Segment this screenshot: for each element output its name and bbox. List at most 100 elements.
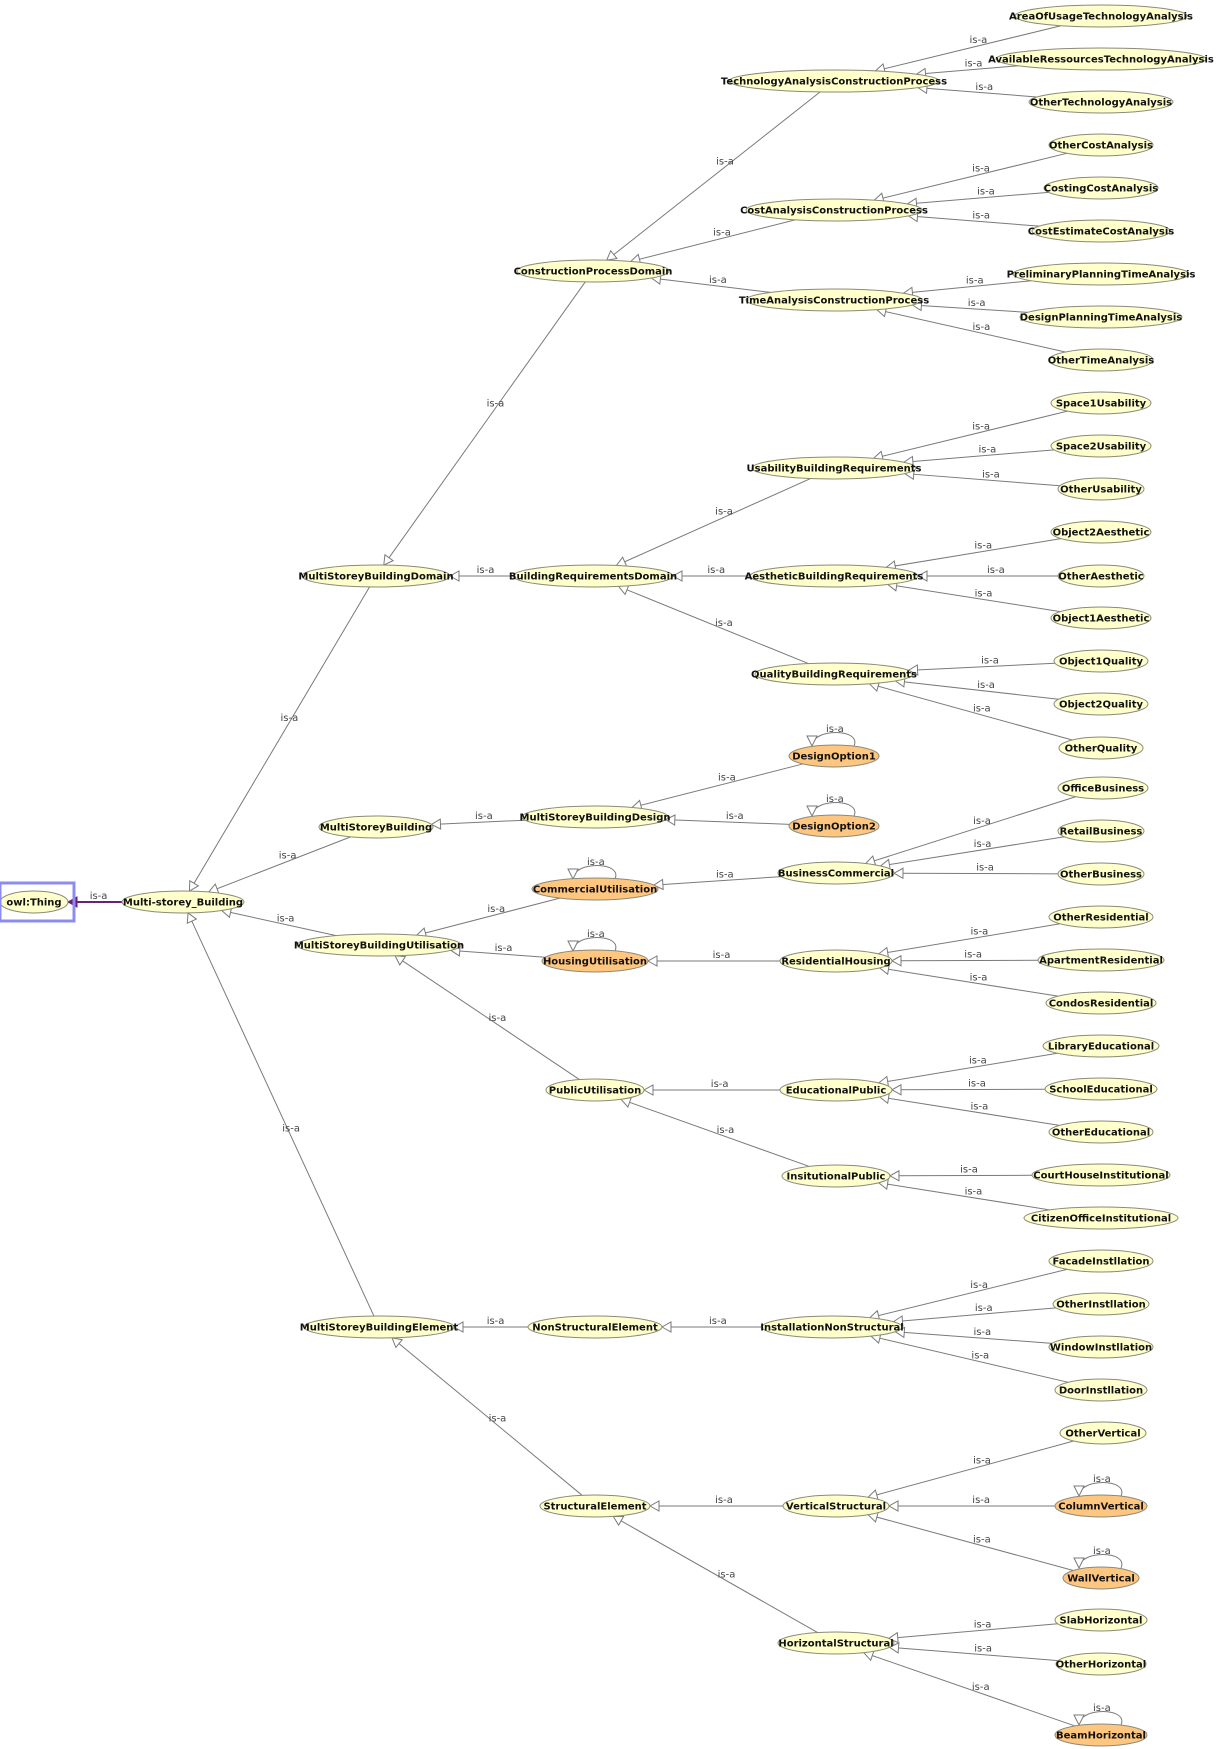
class-node-multi-storey-building[interactable]: Multi-storey_Building — [121, 890, 245, 914]
class-node-ellipse[interactable] — [1042, 1034, 1160, 1058]
class-node-ellipse[interactable] — [1057, 477, 1145, 501]
class-node-ellipse[interactable] — [531, 877, 659, 901]
class-node-ellipse[interactable] — [545, 1078, 645, 1102]
class-node-housing-utilisation[interactable]: HousingUtilisation — [541, 949, 649, 973]
class-node-ellipse[interactable] — [1031, 219, 1171, 243]
class-node-educational-public[interactable]: EducationalPublic — [779, 1078, 893, 1102]
class-node-space2-usability[interactable]: Space2Usability — [1050, 434, 1152, 458]
class-node-ellipse[interactable] — [1054, 1378, 1148, 1402]
class-node-other-horizontal[interactable]: OtherHorizontal — [1055, 1652, 1147, 1676]
class-node-public-utilisation[interactable]: PublicUtilisation — [545, 1078, 645, 1102]
class-node-ellipse[interactable] — [754, 662, 914, 686]
class-node-ellipse[interactable] — [1048, 1335, 1154, 1359]
class-node-cost-estimate[interactable]: CostEstimateCostAnalysis — [1028, 219, 1175, 243]
class-node-ellipse[interactable] — [749, 564, 919, 588]
class-node-ellipse[interactable] — [777, 861, 895, 885]
class-node-ellipse[interactable] — [1054, 1608, 1148, 1632]
class-node-institutional-public[interactable]: InsitutionalPublic — [781, 1164, 891, 1188]
class-node-ellipse[interactable] — [541, 949, 649, 973]
class-node-ms-utilisation[interactable]: MultiStoreyBuildingUtilisation — [294, 933, 464, 957]
class-node-design-option1[interactable]: DesignOption1 — [788, 744, 880, 768]
class-node-design-option2[interactable]: DesignOption2 — [788, 814, 880, 838]
class-node-owl-thing[interactable]: owl:Thing — [0, 881, 76, 923]
class-node-ellipse[interactable] — [728, 69, 940, 93]
class-node-ellipse[interactable] — [121, 890, 245, 914]
class-node-ellipse[interactable] — [539, 1494, 651, 1518]
class-node-ellipse[interactable] — [1043, 176, 1159, 200]
class-node-ellipse[interactable] — [301, 564, 451, 588]
class-node-time-analysis[interactable]: TimeAnalysisConstructionProcess — [739, 288, 929, 312]
class-node-ellipse[interactable] — [1048, 905, 1154, 929]
class-node-ellipse[interactable] — [782, 1494, 890, 1518]
class-node-citizen-office-institutional[interactable]: CitizenOfficeInstitutional — [1023, 1206, 1179, 1230]
class-node-commercial-utilisation[interactable]: CommercialUtilisation — [531, 877, 659, 901]
class-node-ms-domain[interactable]: MultiStoreyBuildingDomain — [298, 564, 454, 588]
class-node-ellipse[interactable] — [1050, 606, 1152, 630]
class-node-other-educational[interactable]: OtherEducational — [1048, 1120, 1154, 1144]
class-node-ellipse[interactable] — [751, 456, 917, 480]
class-node-other-time[interactable]: OtherTimeAnalysis — [1048, 348, 1154, 372]
class-node-ellipse[interactable] — [1053, 692, 1149, 716]
class-node-other-business[interactable]: OtherBusiness — [1057, 862, 1145, 886]
class-node-design-planning[interactable]: DesignPlanningTimeAnalysis — [1019, 305, 1183, 329]
class-node-condos-residential[interactable]: CondosResidential — [1045, 991, 1157, 1015]
class-node-ellipse[interactable] — [512, 564, 674, 588]
class-node-office-business[interactable]: OfficeBusiness — [1057, 776, 1149, 800]
class-node-ms-design[interactable]: MultiStoreyBuildingDesign — [520, 805, 671, 829]
class-node-ellipse[interactable] — [1044, 1077, 1158, 1101]
class-node-residential-housing[interactable]: ResidentialHousing — [779, 949, 893, 973]
class-node-ellipse[interactable] — [788, 814, 880, 838]
class-node-ellipse[interactable] — [1037, 948, 1165, 972]
class-node-ms-building[interactable]: MultiStoreyBuilding — [318, 815, 434, 839]
class-node-ellipse[interactable] — [1057, 564, 1145, 588]
class-node-ellipse[interactable] — [1050, 391, 1152, 415]
class-node-building-requirements-domain[interactable]: BuildingRequirementsDomain — [509, 564, 677, 588]
class-node-ellipse[interactable] — [1055, 1652, 1147, 1676]
class-node-area-of-usage[interactable]: AreaOfUsageTechnologyAnalysis — [1009, 4, 1193, 28]
class-node-business-commercial[interactable]: BusinessCommercial — [777, 861, 895, 885]
class-node-structural-element[interactable]: StructuralElement — [539, 1494, 651, 1518]
class-node-ms-element[interactable]: MultiStoreyBuildingElement — [300, 1315, 459, 1339]
class-node-ellipse[interactable] — [1057, 776, 1149, 800]
class-node-other-residential[interactable]: OtherResidential — [1048, 905, 1154, 929]
class-node-ellipse[interactable] — [303, 1315, 455, 1339]
class-node-ellipse[interactable] — [296, 933, 462, 957]
class-node-ellipse[interactable] — [1048, 133, 1154, 157]
class-node-other-usability[interactable]: OtherUsability — [1057, 477, 1145, 501]
class-node-ellipse[interactable] — [521, 805, 669, 829]
class-node-ellipse[interactable] — [1050, 520, 1152, 544]
class-node-space1-usability[interactable]: Space1Usability — [1050, 391, 1152, 415]
class-node-ellipse[interactable] — [761, 1315, 903, 1339]
class-node-courthouse-institutional[interactable]: CourtHouseInstitutional — [1031, 1163, 1171, 1187]
class-node-ellipse[interactable] — [777, 1631, 895, 1655]
class-node-ellipse[interactable] — [995, 47, 1207, 71]
class-node-ellipse[interactable] — [745, 198, 923, 222]
class-node-column-vertical[interactable]: ColumnVertical — [1054, 1494, 1148, 1518]
class-node-installation-non-structural[interactable]: InstallationNonStructural — [760, 1315, 904, 1339]
class-node-window-installation[interactable]: WindowInstllation — [1048, 1335, 1154, 1359]
class-node-ellipse[interactable] — [1059, 1421, 1147, 1445]
class-node-ellipse[interactable] — [1048, 1120, 1154, 1144]
class-node-facade-installation[interactable]: FacadeInstllation — [1048, 1249, 1154, 1273]
class-node-apartment-residential[interactable]: ApartmentResidential — [1037, 948, 1165, 972]
class-node-slab-horizontal[interactable]: SlabHorizontal — [1054, 1608, 1148, 1632]
class-node-preliminary-planning[interactable]: PreliminaryPlanningTimeAnalysis — [1007, 262, 1196, 286]
class-node-usability-req[interactable]: UsabilityBuildingRequirements — [747, 456, 922, 480]
class-node-ellipse[interactable] — [1048, 348, 1154, 372]
class-node-horizontal-structural[interactable]: HorizontalStructural — [777, 1631, 895, 1655]
class-node-ellipse[interactable] — [516, 259, 670, 283]
class-node-ellipse[interactable] — [1057, 862, 1145, 886]
class-node-ellipse[interactable] — [1031, 1163, 1171, 1187]
class-node-object1-quality[interactable]: Object1Quality — [1053, 649, 1149, 673]
class-node-ellipse[interactable] — [1048, 1249, 1154, 1273]
class-node-ellipse[interactable] — [1054, 1494, 1148, 1518]
class-node-aesthetic-req[interactable]: AestheticBuildingRequirements — [745, 564, 924, 588]
class-node-wall-vertical[interactable]: WallVertical — [1062, 1566, 1140, 1590]
class-node-ellipse[interactable] — [1052, 1292, 1150, 1316]
class-node-ellipse[interactable] — [745, 288, 923, 312]
class-node-ellipse[interactable] — [1012, 262, 1190, 286]
class-node-library-educational[interactable]: LibraryEducational — [1042, 1034, 1160, 1058]
class-node-ellipse[interactable] — [527, 1315, 663, 1339]
class-node-ellipse[interactable] — [1014, 4, 1188, 28]
class-node-cost-analysis[interactable]: CostAnalysisConstructionProcess — [740, 198, 928, 222]
